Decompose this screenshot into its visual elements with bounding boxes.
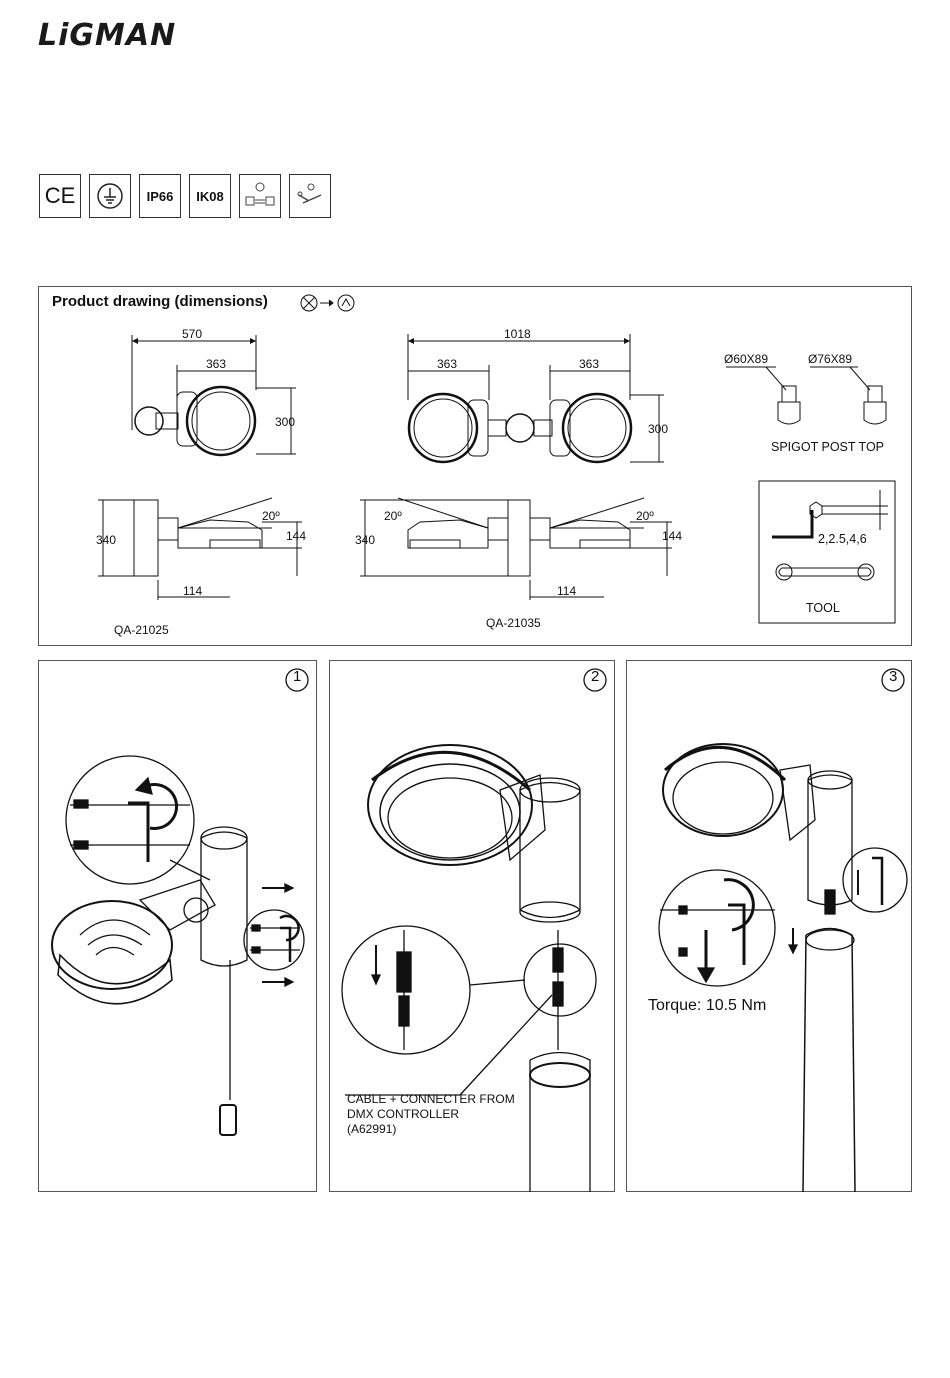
step-3-torque: Torque: 10.5 Nm [648, 997, 766, 1015]
step-2-number: 2 [591, 668, 599, 685]
step-2-cable-note: CABLE + CONNECTER FROM DMX CONTROLLER (A… [347, 1092, 515, 1137]
cable-note-line-1: CABLE + CONNECTER FROM [347, 1092, 515, 1107]
cable-note-line-2: DMX CONTROLLER [347, 1107, 515, 1122]
cable-note-line-3: (A62991) [347, 1122, 515, 1137]
step-1-number: 1 [293, 668, 301, 685]
step-3-number: 3 [889, 668, 897, 685]
